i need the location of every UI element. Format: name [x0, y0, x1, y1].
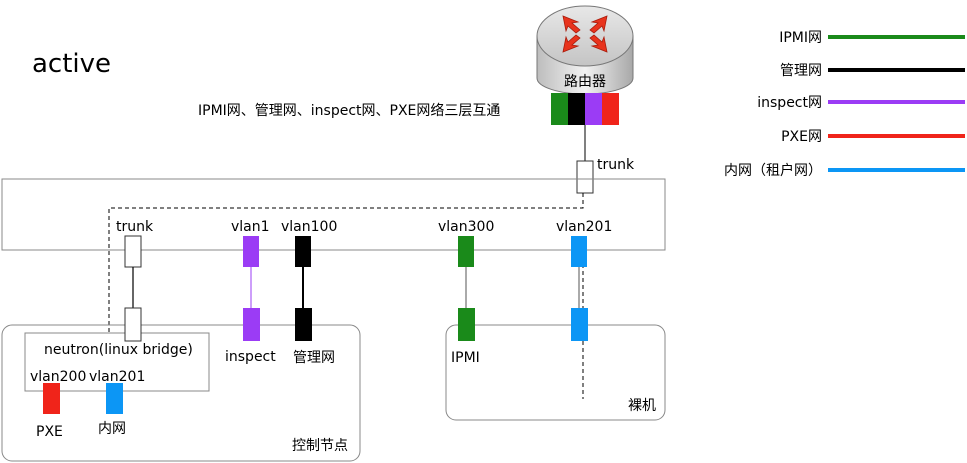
uplink-trunk-label: trunk — [597, 157, 635, 173]
router-arrows-icon — [562, 15, 608, 53]
bridge-vlan201-label: vlan201 — [89, 369, 145, 385]
router-port-pxe — [602, 93, 619, 125]
inner-net-label: 内网 — [98, 421, 126, 437]
router-port-ipmi — [551, 93, 568, 125]
bare-metal-vlan201-port — [571, 308, 588, 341]
control-node — [1, 324, 361, 462]
router-port-inspect — [585, 93, 602, 125]
control-node-label: 控制节点 — [292, 438, 348, 454]
page-title: active — [32, 49, 111, 79]
switch-vlan100-label: vlan100 — [281, 219, 337, 235]
switch-vlan300-port — [458, 236, 474, 267]
control-trunk-port — [124, 307, 142, 342]
switch-vlan300-label: vlan300 — [438, 219, 494, 235]
switch-vlan1-label: vlan1 — [231, 219, 270, 235]
router: 路由器 — [536, 5, 634, 95]
pxe-port — [43, 383, 60, 414]
bridge-label: neutron(linux bridge) — [44, 342, 193, 358]
uplink-trunk-port — [576, 160, 594, 194]
router-note: IPMI网、管理网、inspect网、PXE网络三层互通 — [198, 103, 500, 119]
neutron-bridge — [24, 332, 210, 392]
mgmt-port — [295, 308, 312, 341]
legend-label: IPMI网 — [779, 30, 822, 46]
switch-trunk-port — [124, 235, 142, 268]
ipmi-port — [458, 308, 475, 341]
legend-label: PXE网 — [781, 129, 822, 145]
switch-trunk-label: trunk — [116, 219, 154, 235]
switch-vlan201-label: vlan201 — [556, 219, 612, 235]
legend-label: 内网（租户网） — [724, 162, 822, 179]
router-label: 路由器 — [564, 74, 606, 90]
pxe-label: PXE — [36, 424, 63, 440]
switch-vlan100-port — [295, 236, 311, 267]
legend-label: inspect网 — [757, 95, 822, 111]
switch-vlan201-port — [571, 236, 587, 267]
legend-label: 管理网 — [780, 63, 822, 79]
mgmt-label: 管理网 — [293, 350, 335, 366]
bare-metal-node — [445, 324, 666, 421]
switch — [1, 178, 666, 251]
ipmi-label: IPMI — [451, 350, 480, 366]
bridge-vlan200-label: vlan200 — [30, 369, 86, 385]
legend: IPMI网 管理网 inspect网 PXE网 内网（租户网） — [724, 30, 965, 179]
trunk-dashed-path — [108, 193, 584, 362]
inner-net-port — [106, 383, 123, 414]
router-port-mgmt — [568, 93, 585, 125]
inspect-port — [243, 308, 260, 341]
switch-vlan1-port — [243, 236, 259, 267]
bare-metal-label: 裸机 — [628, 398, 656, 414]
inspect-label: inspect — [225, 349, 276, 365]
